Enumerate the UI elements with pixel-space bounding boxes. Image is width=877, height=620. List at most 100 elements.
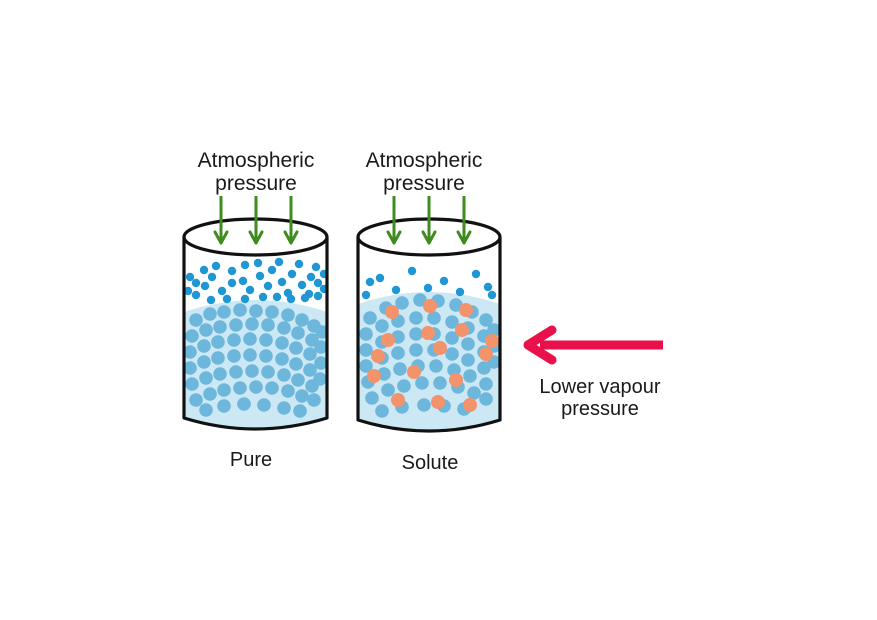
solvent-particle bbox=[184, 345, 197, 359]
vapour-particle bbox=[240, 260, 250, 270]
label-atmospheric-pressure-solute-line2: pressure bbox=[383, 172, 465, 195]
solvent-particle bbox=[277, 368, 291, 382]
solvent-particle bbox=[185, 377, 199, 391]
vapour-particle bbox=[267, 265, 277, 275]
solvent-particle bbox=[479, 313, 493, 327]
vapour-particle bbox=[300, 293, 310, 303]
vapour-particle bbox=[191, 290, 201, 300]
solvent-particle bbox=[461, 353, 475, 367]
solvent-particle bbox=[359, 359, 373, 373]
solvent-particle bbox=[199, 371, 213, 385]
solvent-particle bbox=[291, 326, 305, 340]
solvent-particle bbox=[289, 341, 303, 355]
solvent-particle bbox=[281, 384, 295, 398]
solvent-particle bbox=[249, 304, 263, 318]
solvent-particle bbox=[363, 311, 377, 325]
solute-particle bbox=[431, 395, 445, 409]
vapour-particle bbox=[227, 278, 237, 288]
solvent-particle bbox=[445, 347, 459, 361]
solvent-particle bbox=[417, 398, 431, 412]
solvent-particle bbox=[395, 296, 409, 310]
vapour-particle bbox=[222, 294, 232, 304]
solute-particle bbox=[459, 303, 473, 317]
solvent-particle bbox=[429, 359, 443, 373]
label-atmospheric-pressure-pure-line2: pressure bbox=[215, 172, 297, 195]
solvent-particle bbox=[397, 379, 411, 393]
solvent-particle bbox=[213, 367, 227, 381]
solvent-particle bbox=[293, 404, 307, 418]
vapour-particle bbox=[483, 282, 493, 292]
solute-particle bbox=[371, 349, 385, 363]
solvent-particle bbox=[261, 318, 275, 332]
solvent-particle bbox=[229, 318, 243, 332]
beaker-solute-solute-particles bbox=[367, 299, 499, 412]
solvent-particle bbox=[461, 337, 475, 351]
vapour-particle bbox=[253, 258, 263, 268]
beaker-pure-solvent-particles bbox=[184, 303, 327, 418]
vapour-particle bbox=[313, 278, 323, 288]
vapour-particle bbox=[272, 292, 282, 302]
solvent-particle bbox=[295, 389, 309, 403]
solvent-particle bbox=[365, 391, 379, 405]
solvent-particle bbox=[445, 315, 459, 329]
solvent-particle bbox=[243, 348, 257, 362]
solvent-particle bbox=[227, 333, 241, 347]
solvent-particle bbox=[237, 397, 251, 411]
solvent-particle bbox=[261, 365, 275, 379]
solvent-particle bbox=[413, 293, 427, 307]
solvent-particle bbox=[213, 320, 227, 334]
solvent-particle bbox=[381, 383, 395, 397]
vapour-particle bbox=[361, 290, 371, 300]
solvent-particle bbox=[427, 311, 441, 325]
label-atmospheric-pressure-pure-line1: Atmospheric bbox=[198, 149, 315, 172]
vapour-particle bbox=[306, 272, 316, 282]
solvent-particle bbox=[463, 369, 477, 383]
vapour-particle bbox=[238, 276, 248, 286]
label-beaker-pure: Pure bbox=[230, 449, 272, 471]
solute-particle bbox=[421, 326, 435, 340]
vapour-particle bbox=[240, 294, 250, 304]
vapour-particle bbox=[227, 266, 237, 276]
vapour-particle bbox=[184, 286, 193, 296]
solvent-particle bbox=[203, 387, 217, 401]
solute-particle bbox=[367, 369, 381, 383]
solute-particle bbox=[407, 365, 421, 379]
solvent-particle bbox=[197, 355, 211, 369]
solvent-particle bbox=[479, 392, 493, 406]
vapour-particle bbox=[287, 269, 297, 279]
vapour-particle bbox=[471, 269, 481, 279]
solute-particle bbox=[381, 333, 395, 347]
solvent-particle bbox=[393, 362, 407, 376]
solvent-particle bbox=[303, 363, 317, 377]
solvent-particle bbox=[217, 383, 231, 397]
vapour-particle bbox=[423, 283, 433, 293]
solvent-particle bbox=[409, 327, 423, 341]
label-lower-vapour-pressure-line2: pressure bbox=[561, 398, 639, 420]
solute-particle bbox=[385, 305, 399, 319]
solvent-particle bbox=[375, 319, 389, 333]
vapour-particle bbox=[206, 295, 216, 305]
solvent-particle bbox=[265, 305, 279, 319]
solvent-particle bbox=[197, 339, 211, 353]
solute-particle bbox=[423, 299, 437, 313]
solvent-particle bbox=[409, 311, 423, 325]
solvent-particle bbox=[467, 386, 481, 400]
solvent-particle bbox=[277, 401, 291, 415]
lower-vapour-pressure-arrow-icon bbox=[523, 325, 663, 365]
vapour-particle bbox=[200, 281, 210, 291]
vapour-particle bbox=[217, 286, 227, 296]
beaker-solute: Atmospheric pressure Solute bbox=[356, 149, 502, 474]
solvent-particle bbox=[184, 361, 197, 375]
solvent-particle bbox=[307, 393, 321, 407]
solvent-particle bbox=[211, 335, 225, 349]
solvent-particle bbox=[211, 351, 225, 365]
vapour-particle bbox=[391, 285, 401, 295]
solvent-particle bbox=[203, 307, 217, 321]
vapour-particle bbox=[365, 277, 375, 287]
vapour-particle bbox=[191, 278, 201, 288]
solvent-particle bbox=[303, 347, 317, 361]
vapour-particle bbox=[407, 266, 417, 276]
vapour-particle bbox=[313, 291, 323, 301]
vapour-particle bbox=[258, 292, 268, 302]
